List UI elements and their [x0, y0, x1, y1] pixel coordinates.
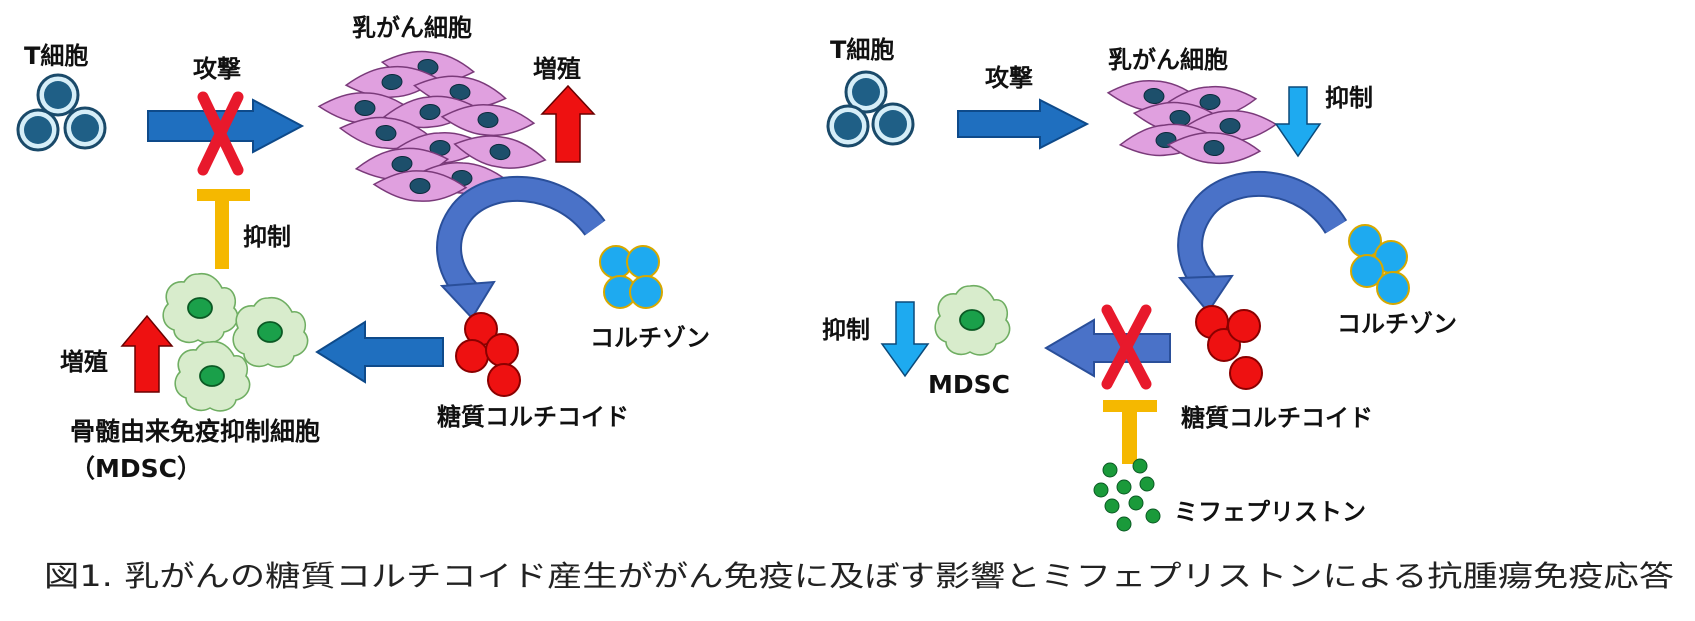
cortisone-label-left: コルチゾン — [590, 324, 710, 352]
attack-label-left: 攻撃 — [193, 55, 241, 83]
mdsc-proliferation-label: 増殖 — [60, 348, 108, 376]
cortisone-cluster-left — [599, 245, 663, 309]
figure-caption: 図1. 乳がんの糖質コルチコイド産生ががん免疫に及ぼす影響とミフェプリストンによ… — [44, 559, 1674, 593]
induction-arrow-right — [1044, 318, 1171, 378]
left-panel: T細胞 攻撃 抑制 乳がん細胞 — [16, 14, 710, 483]
mifepristone-cluster — [1093, 458, 1161, 532]
induction-arrow-left — [315, 320, 444, 384]
glucocorticoid-label-right: 糖質コルチコイド — [1181, 404, 1373, 432]
block-cross-icon-right — [1101, 304, 1152, 390]
proliferation-up-arrow-left — [540, 84, 596, 163]
mdsc-label-line2: （MDSC） — [70, 454, 202, 483]
glucocorticoid-cluster-left — [455, 312, 521, 397]
cancer-suppression-down-arrow — [1274, 86, 1322, 158]
suppression-label-left: 抑制 — [243, 223, 291, 251]
block-cross-icon-left — [197, 91, 244, 176]
glucocorticoid-label-left: 糖質コルチコイド — [437, 403, 629, 431]
inhibit-bar-left — [197, 189, 250, 269]
inhibit-bar-right — [1103, 400, 1157, 464]
cancer-cell-cluster-right — [1106, 77, 1278, 167]
t-cell-cluster-right — [826, 70, 915, 148]
mdsc-proliferation-up-arrow — [120, 314, 174, 393]
cancer-cell-label-right: 乳がん細胞 — [1108, 46, 1228, 74]
cancer-cell-label-left: 乳がん細胞 — [352, 14, 472, 42]
mdsc-cluster-left — [162, 272, 309, 412]
proliferation-label-left: 増殖 — [533, 55, 581, 83]
cortisone-cluster-right — [1348, 224, 1410, 305]
t-cell-cluster-left — [16, 73, 107, 152]
mifepristone-label: ミフェプリストン — [1174, 498, 1366, 526]
mdsc-label-right: MDSC — [928, 370, 1010, 399]
mdsc-right — [934, 284, 1011, 356]
mdsc-suppression-label: 抑制 — [822, 316, 870, 344]
t-cell-label-left: T細胞 — [24, 42, 88, 70]
glucocorticoid-cluster-right — [1195, 305, 1263, 390]
mdsc-label-line1: 骨髄由来免疫抑制細胞 — [70, 417, 320, 446]
cancer-suppression-label: 抑制 — [1325, 84, 1373, 112]
attack-arrow-right — [957, 98, 1090, 150]
right-panel: T細胞 攻撃 乳がん細胞 抑制 コルチゾン — [822, 36, 1457, 532]
cortisone-label-right: コルチゾン — [1337, 310, 1457, 338]
t-cell-label-right: T細胞 — [830, 36, 894, 64]
curved-arrow-left — [436, 175, 606, 320]
curved-arrow-right — [1177, 170, 1348, 314]
attack-label-right: 攻撃 — [985, 64, 1033, 92]
mdsc-suppression-down-arrow — [880, 301, 930, 378]
